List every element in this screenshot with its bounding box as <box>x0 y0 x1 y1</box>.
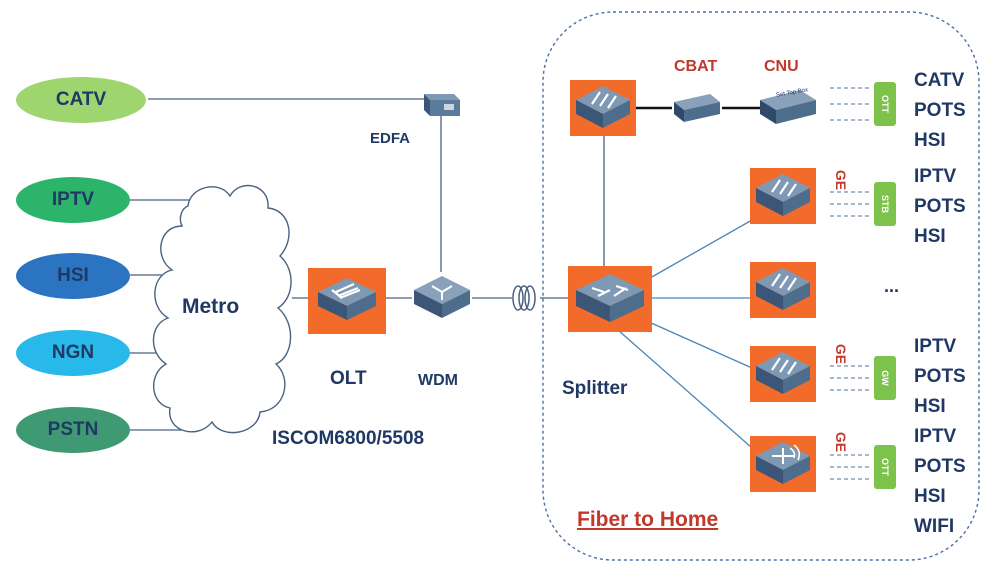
edfa-device-icon <box>424 94 460 116</box>
endpoint-service: HSI <box>914 130 946 151</box>
wifi-onu-device-icon <box>750 436 816 492</box>
endpoint-service: POTS <box>914 196 966 217</box>
edfa-label: EDFA <box>370 130 411 147</box>
endpoint-service: POTS <box>914 100 966 121</box>
endpoint-service: POTS <box>914 456 966 477</box>
onu-device-icon <box>750 262 816 318</box>
cbat-label: CBAT <box>674 58 718 75</box>
endpoint-service: IPTV <box>914 426 957 447</box>
endpoint-service: IPTV <box>914 166 957 187</box>
endpoint-services-group: IPTV POTS HSI <box>914 332 966 422</box>
onu-device-icon <box>750 346 816 402</box>
service-label: NGN <box>51 342 95 363</box>
service-catv: CATV <box>16 77 146 123</box>
olt-device-icon <box>308 268 386 334</box>
model-label: ISCOM6800/5508 <box>272 428 425 449</box>
endpoint-service: HSI <box>914 486 946 507</box>
endpoint-services-group: IPTV POTS HSI <box>914 162 966 252</box>
endpoint-service: WIFI <box>914 516 955 537</box>
service-label: HSI <box>57 265 89 286</box>
badge-label: STB <box>880 195 890 213</box>
more-devices-ellipsis: ... <box>884 276 900 296</box>
ott-badge: OTT <box>874 82 896 126</box>
splitter-device-icon <box>568 266 652 332</box>
ge-label: GE <box>833 431 850 453</box>
metro-cloud-icon <box>152 184 292 434</box>
endpoint-service: HSI <box>914 226 946 247</box>
badge-label: OTT <box>880 458 890 476</box>
endpoint-service: CATV <box>914 70 965 91</box>
service-iptv: IPTV <box>16 177 130 223</box>
fiber-coil-icon <box>512 285 536 311</box>
cbat-device-icon <box>674 94 720 122</box>
badge-label: GW <box>880 370 890 386</box>
service-ngn: NGN <box>16 330 130 376</box>
metro-label: Metro <box>182 295 240 318</box>
onu-device-icon <box>570 80 636 136</box>
wdm-device-icon <box>414 276 470 318</box>
ge-label: GE <box>833 169 850 191</box>
endpoint-services-group: CATV POTS HSI <box>914 66 966 156</box>
wdm-label: WDM <box>418 372 458 389</box>
service-pstn: PSTN <box>16 407 130 453</box>
onu-device-icon <box>750 168 816 224</box>
service-label: CATV <box>55 89 107 110</box>
gw-badge: GW <box>874 356 896 400</box>
service-label: IPTV <box>51 189 95 210</box>
stb-badge: STB <box>874 182 896 226</box>
service-label: PSTN <box>47 419 99 440</box>
ott-badge: OTT <box>874 445 896 489</box>
fiber-to-home-label: Fiber to Home <box>577 508 719 531</box>
endpoint-service: HSI <box>914 396 946 417</box>
service-hsi: HSI <box>16 253 130 299</box>
endpoint-service: POTS <box>914 366 966 387</box>
endpoint-service: IPTV <box>914 336 957 357</box>
badge-label: OTT <box>880 95 890 113</box>
endpoint-services-group: IPTV POTS HSI WIFI <box>914 422 966 542</box>
splitter-label: Splitter <box>562 378 628 399</box>
olt-label: OLT <box>330 368 367 389</box>
ge-label: GE <box>833 343 850 365</box>
cnu-label: CNU <box>764 58 799 75</box>
cnu-device-icon <box>760 90 816 124</box>
